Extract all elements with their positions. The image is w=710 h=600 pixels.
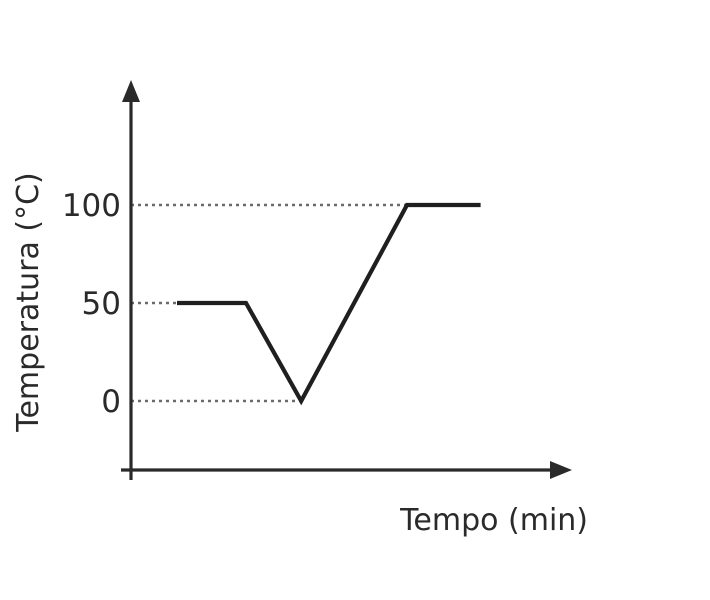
x-axis-label: Tempo (min) [399,503,588,538]
series-group [177,202,481,406]
dashed-guides [131,203,407,403]
y-tick-label: 100 [62,188,121,224]
y-axis-label: Temperatura (°C) [11,172,46,433]
y-tick-label: 50 [82,286,121,322]
y-tick-label: 0 [101,384,121,420]
temperature-series-line [177,202,481,406]
x-axis-arrow-icon [550,461,572,479]
axes [121,80,572,480]
y-tick-labels: 0 50 100 [62,188,121,420]
y-axis-arrow-icon [122,80,140,102]
